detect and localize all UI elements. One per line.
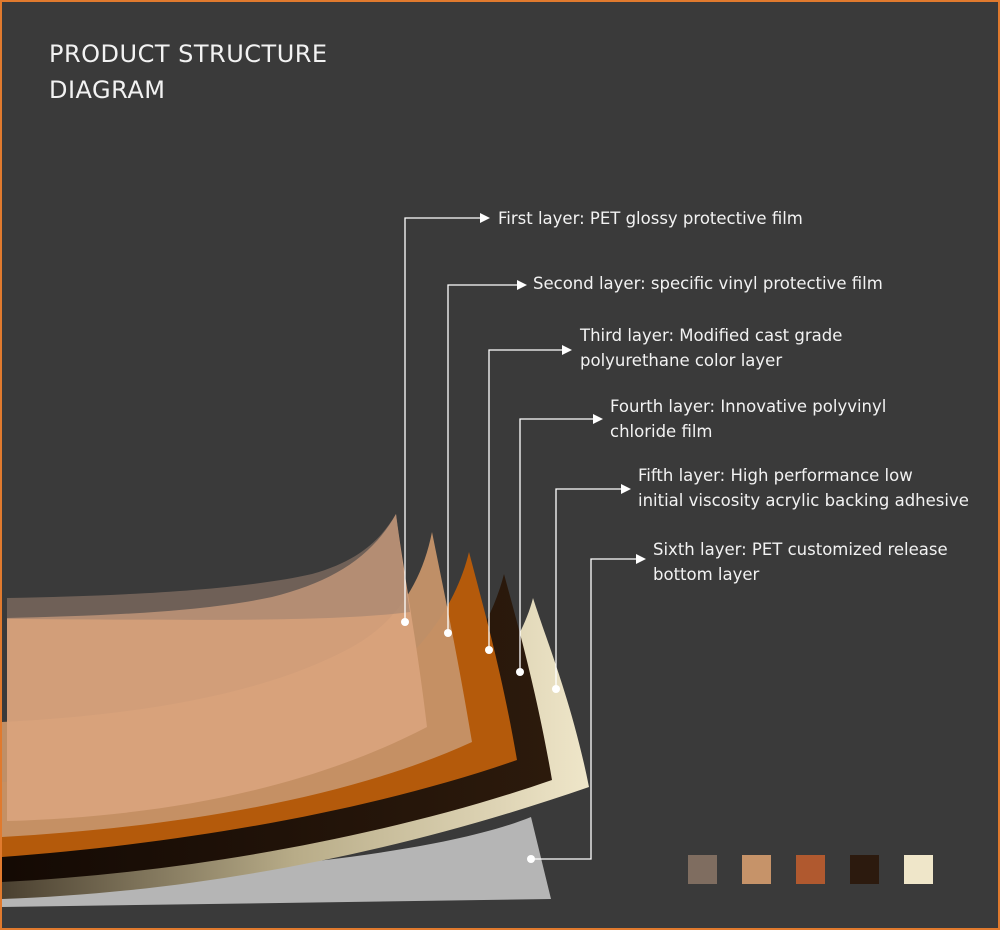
layer-4-label: Fourth layer: Innovative polyvinyl chlor… — [610, 394, 886, 444]
title-line-1: PRODUCT STRUCTURE — [49, 40, 328, 68]
callout-line-6 — [531, 558, 638, 860]
layer-1-label-line-1: First layer: PET glossy protective film — [498, 209, 803, 228]
layer-2-label: Second layer: specific vinyl protective … — [533, 271, 883, 296]
layer-4-label-line-2: chloride film — [610, 422, 713, 441]
color-swatch-cream — [904, 855, 933, 884]
callout-line-3 — [488, 349, 564, 650]
callout-line-2 — [447, 284, 519, 633]
callout-dot-3 — [485, 646, 493, 654]
layer-1-label: First layer: PET glossy protective film — [498, 206, 803, 231]
layer-6-label: Sixth layer: PET customized release bott… — [653, 537, 948, 587]
callout-arrow-2 — [517, 280, 527, 290]
callout-dot-1 — [401, 618, 409, 626]
callout-dot-4 — [516, 668, 524, 676]
layer-3-label-line-1: Third layer: Modified cast grade — [580, 326, 843, 345]
callout-arrow-4 — [593, 414, 603, 424]
color-swatch-tan — [742, 855, 771, 884]
callout-arrow-6 — [636, 554, 646, 564]
layer-3-label: Third layer: Modified cast grade polyure… — [580, 323, 842, 373]
callout-arrow-5 — [621, 484, 631, 494]
color-swatch-dark-brown — [850, 855, 879, 884]
callout-dot-2 — [444, 629, 452, 637]
layer-5-label-line-1: Fifth layer: High performance low — [638, 466, 913, 485]
callout-line-5 — [555, 488, 623, 689]
callout-line-1 — [404, 217, 482, 622]
title-line-2: DIAGRAM — [49, 76, 166, 104]
color-swatch-taupe — [688, 855, 717, 884]
layer-4-label-line-1: Fourth layer: Innovative polyvinyl — [610, 397, 887, 416]
callout-arrow-3 — [562, 345, 572, 355]
callout-arrow-1 — [480, 213, 490, 223]
callout-line-4 — [519, 418, 595, 672]
layer-6-label-line-1: Sixth layer: PET customized release — [653, 540, 948, 559]
page-title: PRODUCT STRUCTURE DIAGRAM — [49, 36, 328, 108]
layer-6-label-line-2: bottom layer — [653, 565, 760, 584]
callout-dot-6 — [527, 855, 535, 863]
layer-5-label: Fifth layer: High performance low initia… — [638, 463, 969, 513]
callout-dot-5 — [552, 685, 560, 693]
color-swatch-rust — [796, 855, 825, 884]
layer-2-label-line-1: Second layer: specific vinyl protective … — [533, 274, 883, 293]
layer-5-label-line-2: initial viscosity acrylic backing adhesi… — [638, 491, 969, 510]
layer-1-gloss — [7, 514, 410, 620]
layer-3-label-line-2: polyurethane color layer — [580, 351, 783, 370]
